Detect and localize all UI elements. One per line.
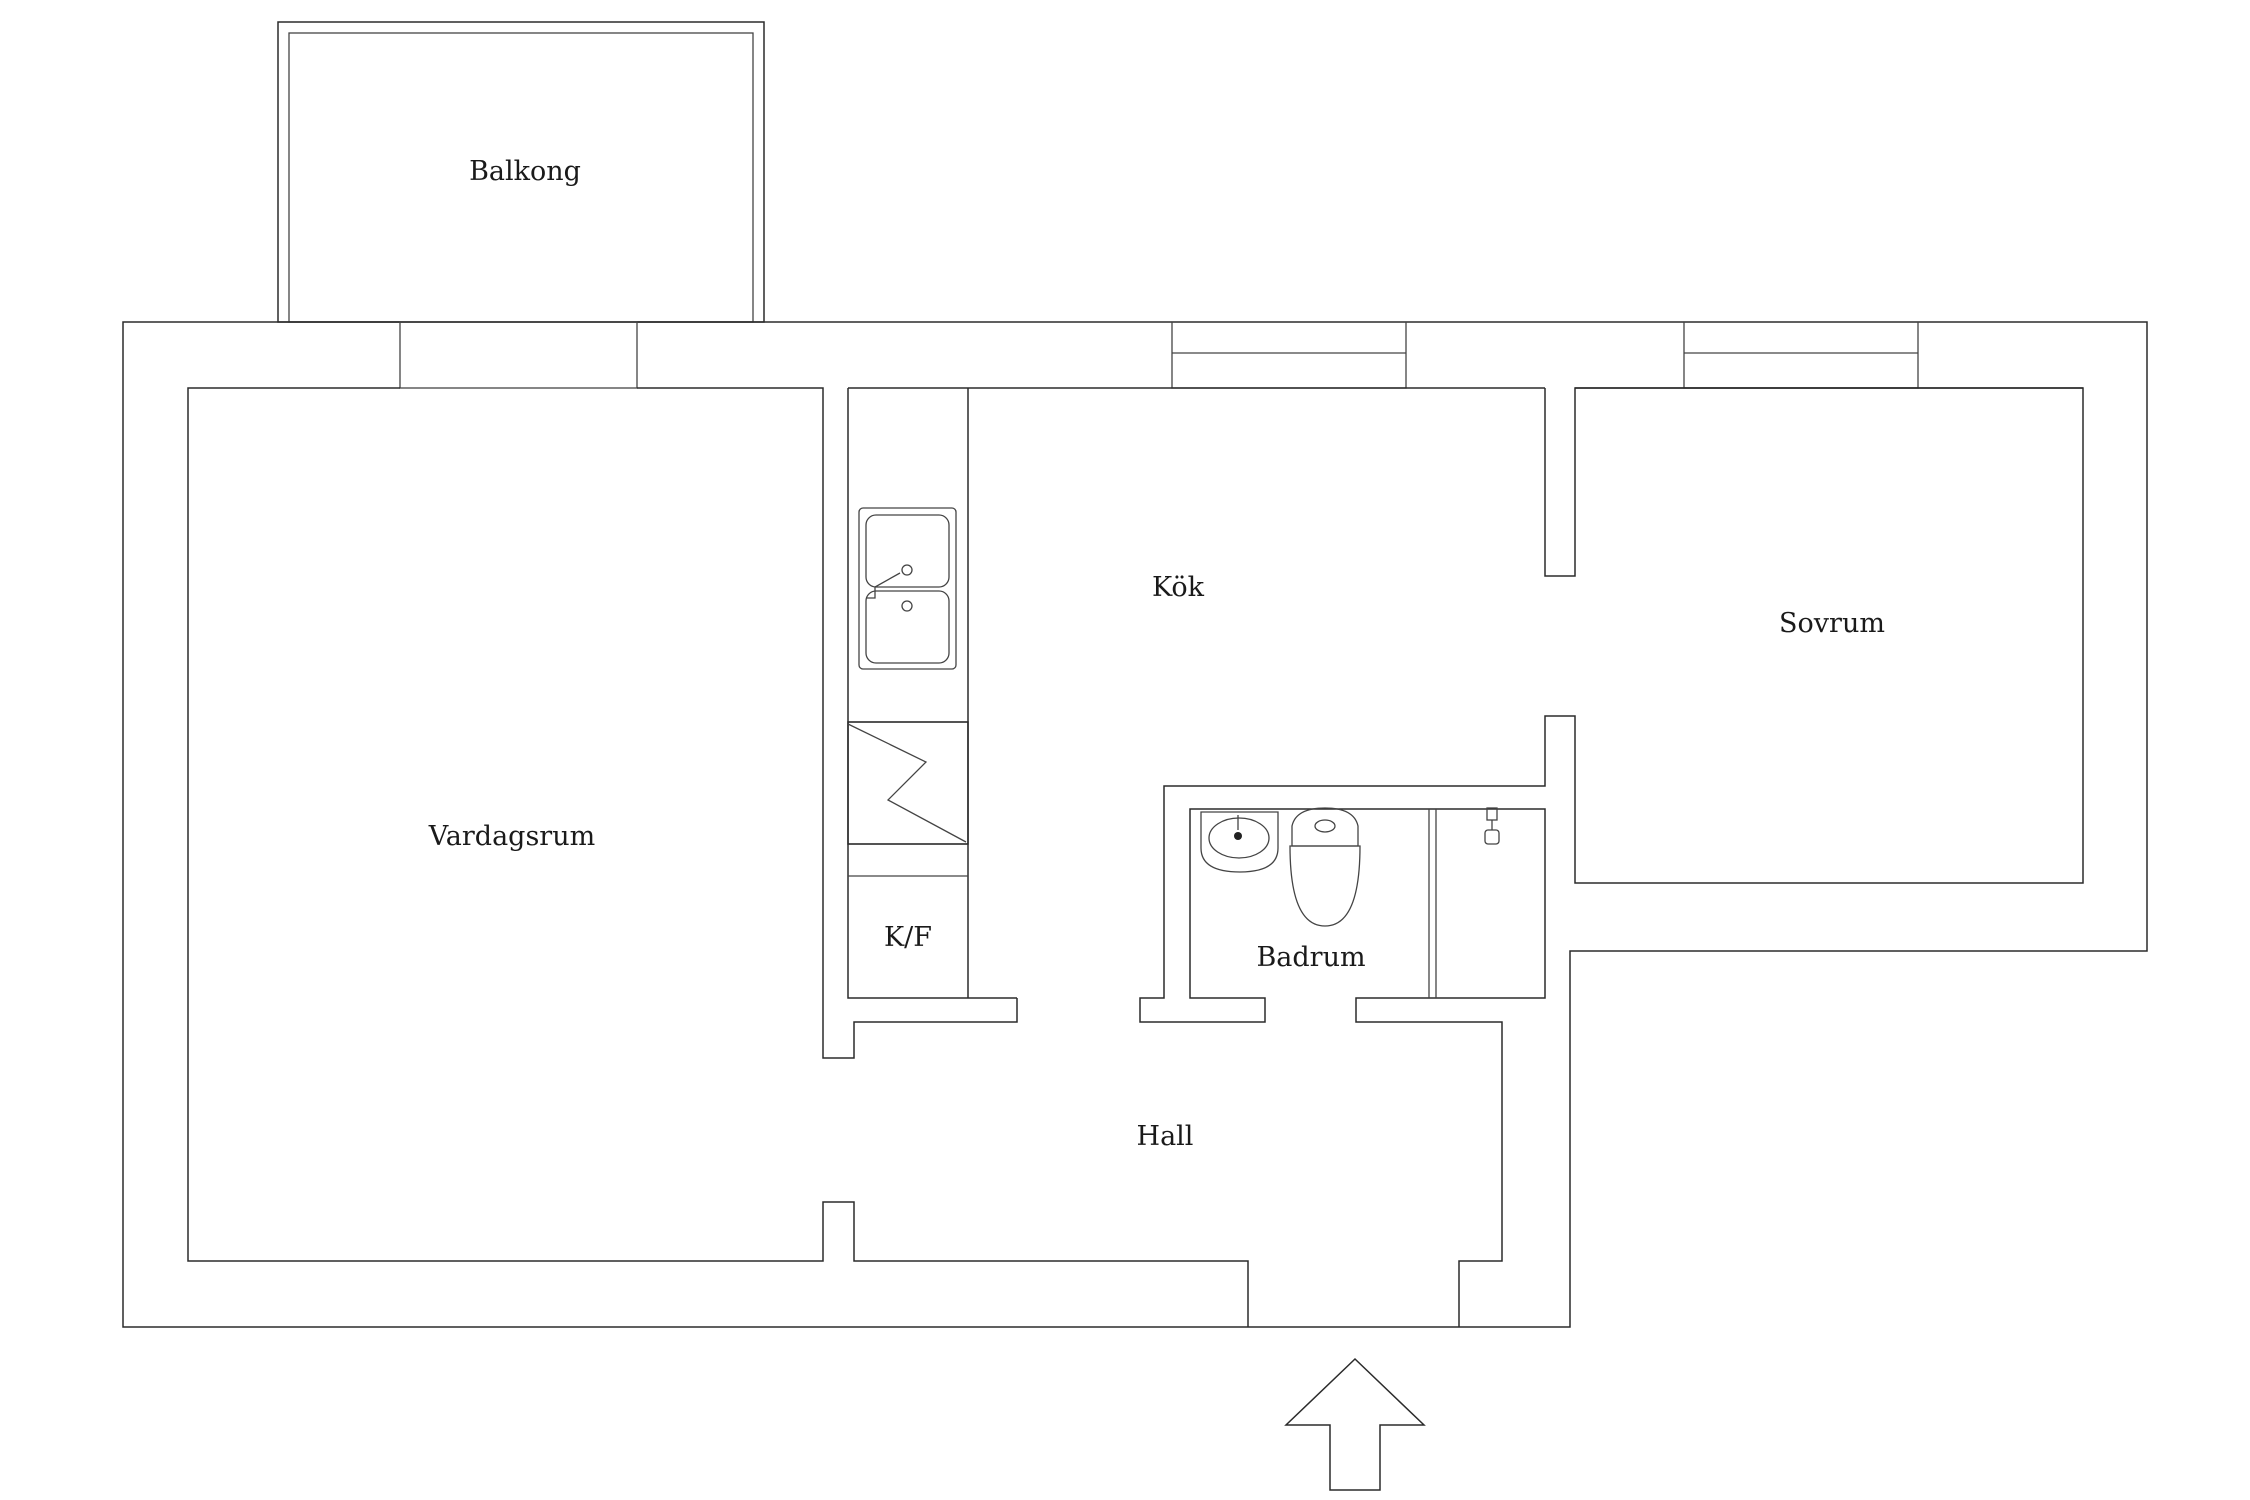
double-sink-icon [858, 507, 957, 670]
label-badrum: Badrum [1256, 942, 1365, 973]
kitchen-bedroom-wall [1139, 387, 2084, 1327]
label-balkong: Balkong [469, 156, 581, 187]
shower-icon [1484, 807, 1500, 845]
kitchen-counter [847, 387, 1545, 999]
living-room-wall-top [637, 387, 1018, 1059]
bathroom-partition [1428, 809, 1437, 998]
label-hall: Hall [1137, 1121, 1194, 1152]
toilet-icon [1289, 807, 1361, 927]
label-vardagsrum: Vardagsrum [428, 821, 595, 852]
label-sovrum: Sovrum [1779, 608, 1885, 639]
stove-icon [847, 721, 969, 845]
washbasin-icon [1200, 811, 1279, 873]
entrance-arrow-icon [1284, 1357, 1426, 1491]
label-kf: K/F [884, 922, 932, 953]
living-room-wall [187, 387, 1249, 1327]
outer-wall [122, 321, 2148, 1328]
windows [399, 321, 1919, 389]
label-kok: Kök [1152, 572, 1205, 603]
